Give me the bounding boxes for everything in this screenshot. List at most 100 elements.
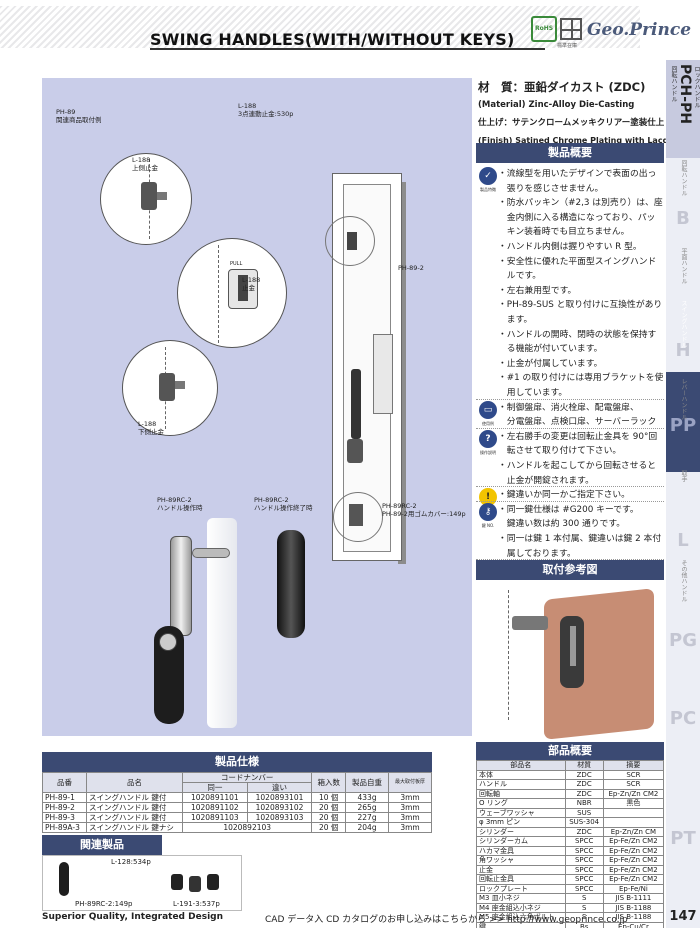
finish-label: 仕上げ：サテンクロームメッキクリアー塗装仕上 (478, 118, 665, 128)
table-cell: 1020891101 (182, 792, 248, 803)
related-products: L-128:534p PH-89RC-2:149p L-191-3:537p (42, 855, 242, 911)
table-cell: ロックプレート (476, 883, 566, 894)
table-cell: シリンダー (476, 826, 566, 837)
table-cell: PH-89-3 (42, 812, 87, 823)
sidebar-tab-active[interactable] (666, 372, 700, 472)
related-item-l128: L-128:534p (111, 858, 151, 866)
sidebar-tab-pch-ph[interactable]: 回転ハンドル PCH-PH ロックハンドル (666, 60, 700, 158)
table-cell: Ep-Fe/Zn CM2 (602, 864, 665, 875)
detail-circle-upper (100, 153, 192, 245)
icon-caption: 使用例 (482, 420, 494, 426)
sidebar-tab-pc[interactable]: PC (669, 708, 697, 729)
sidebar-tab-h[interactable]: H (675, 340, 691, 361)
table-cell: PH-89-1 (42, 792, 87, 803)
sidebar-category-label: その他ハンドル (680, 560, 687, 602)
table-cell: 黒色 (602, 798, 665, 809)
feature-divider (476, 559, 664, 561)
brand-logo: RoHS 標準在庫 Geo.Prince (531, 16, 691, 50)
usage-icon: ▭ (479, 400, 497, 419)
sidebar-category-label: 取手 (680, 470, 687, 482)
feature-line: ・ハンドル内側は握りやすい R 型。 (498, 242, 642, 252)
feature-line: ・止金が付属しています。 (498, 358, 603, 369)
parts-col-header: 材質 (564, 760, 604, 771)
feature-divider (476, 427, 664, 429)
operation-icon: ? (479, 429, 497, 448)
feature-divider (476, 500, 664, 502)
sidebar-category-label: スイングハンドル (680, 300, 687, 348)
feature-line: ・PH-89-SUS と取り付けに互換性があり (498, 300, 663, 311)
table-cell: SPCC (564, 836, 604, 847)
feature-line: 転させて取り付けて下さい。 (498, 446, 622, 457)
related-item-l191: L-191-3:537p (173, 900, 220, 908)
table-cell: Ep-Fe/Zn CM2 (602, 836, 665, 847)
sidebar-category-label: レバーハンドル (680, 378, 687, 420)
sidebar-category-label: 平面ハンドル (680, 248, 687, 284)
material-en: (Material) Zinc-Alloy Die-Casting (478, 100, 635, 110)
table-cell: 1020893102 (246, 802, 313, 813)
finish-en: (Finish) Satined Chrome Plating with Lac… (478, 136, 684, 145)
table-cell: SPCC (564, 845, 604, 856)
table-cell: 3mm (388, 792, 432, 803)
detail-circle-middle: PULL (177, 238, 287, 348)
sidebar-tab-pp[interactable]: PP (669, 415, 697, 436)
table-cell: 265g (345, 802, 390, 813)
brand-name: Geo.Prince (587, 20, 692, 40)
sidebar-category-label: 回転ハンドル (680, 160, 687, 196)
feature-line: ルです。 (498, 271, 542, 282)
spec-col-header: 品名 (86, 772, 183, 793)
table-cell: Ep-Zn/Zn CM (602, 826, 665, 837)
sidebar-tab-pt[interactable]: PT (670, 828, 696, 849)
feature-line: 分電盤扉、点検口扉、サーバーラック (498, 417, 657, 428)
table-cell: 回転止金具 (476, 874, 566, 885)
table-cell: 10 個 (311, 792, 347, 803)
feature-line: ・左右兼用型です。 (498, 285, 577, 296)
table-cell: SUS (564, 807, 604, 818)
footer-cd-link[interactable]: CAD データ入 CD カタログのお申し込みはこちらから >> http://w… (265, 915, 628, 925)
table-cell: Ep-Fe/Zn CM2 (602, 845, 665, 856)
sidebar-tab-b[interactable]: B (676, 208, 690, 229)
feature-line: ・左右勝手の変更は回転止金具を 90°回 (498, 431, 658, 442)
icon-caption: 製品特徴 (480, 187, 496, 192)
bolt-icon (207, 874, 219, 890)
key-icon: ⚷ (479, 502, 497, 521)
feature-line: 鍵違い数は約 300 通りです。 (498, 519, 626, 530)
sidebar-tab-l[interactable]: L (677, 530, 689, 551)
table-cell: ウェーブワッシャ (476, 807, 566, 818)
table-cell: 3mm (388, 802, 432, 813)
table-cell: スイングハンドル 鍵付 (86, 812, 183, 823)
table-cell: PH-89-2 (42, 802, 87, 813)
table-cell: 204g (345, 822, 390, 833)
table-cell: シリンダーカム (476, 836, 566, 847)
feature-line: 金内側に入る構造になっており、パッ (498, 212, 656, 223)
cabinet-side (398, 182, 406, 564)
mounting-heading: 取付参考図 (476, 560, 664, 580)
sidebar-tab-pg[interactable]: PG (669, 630, 697, 651)
table-cell: スイングハンドル 鍵付 (86, 802, 183, 813)
table-cell: SPCC (564, 855, 604, 866)
table-cell: M3 皿小ネジ (476, 893, 566, 904)
detail-circle-lower (122, 340, 218, 436)
feature-line: 属しております。 (498, 548, 576, 559)
feature-line: る機能が付いています。 (498, 344, 603, 355)
table-cell: ZDC (564, 769, 604, 780)
page-title: SWING HANDLES(WITH/WITHOUT KEYS) (150, 30, 515, 49)
feature-line: ・ハンドルを起こしてから回転させると (498, 461, 657, 471)
table-cell: JIS B-1111 (602, 893, 665, 904)
handle-open-photo (170, 536, 192, 636)
